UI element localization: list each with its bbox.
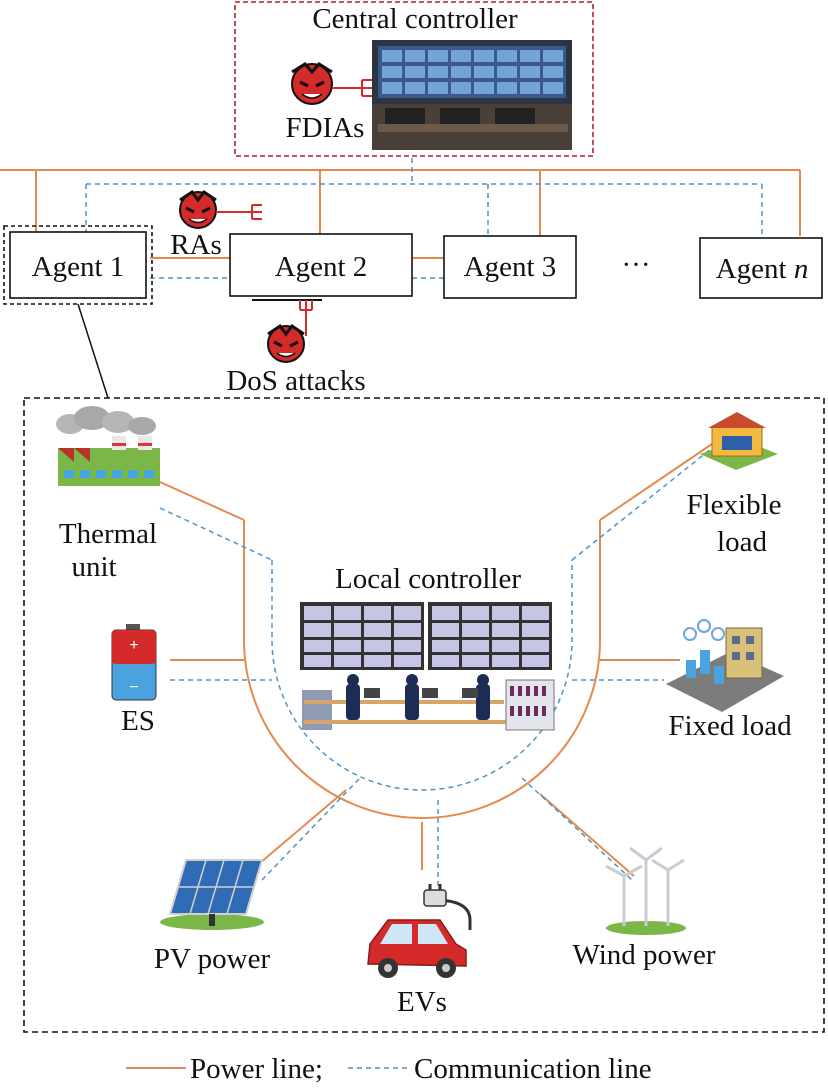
fdias-label: FDIAs	[286, 112, 365, 144]
es-label: ES	[121, 705, 155, 737]
agents-ellipsis: ···	[622, 249, 651, 281]
top-power-bus	[0, 169, 801, 259]
hacker-icon-ras	[179, 189, 262, 229]
flexible-load-icon	[700, 412, 778, 470]
thermal-unit-icon	[56, 406, 160, 486]
agentn-label: Agent n	[716, 253, 809, 285]
local-power-bus	[243, 520, 601, 819]
local-controller-image	[300, 602, 555, 731]
wind-power-label: Wind power	[573, 939, 716, 971]
agentn-variable: n	[794, 253, 809, 285]
ras-label: RAs	[170, 229, 222, 261]
agentn-prefix: Agent	[716, 253, 794, 285]
ev-car-icon	[367, 884, 472, 978]
agent1-box	[9, 231, 147, 299]
agent1-to-local-connector	[77, 303, 109, 399]
flexible-load-label-line2: load	[717, 526, 767, 558]
fixed-load-label: Fixed load	[668, 710, 792, 742]
agent1-selection-frame	[3, 225, 153, 305]
legend-power-label: Power line;	[190, 1053, 323, 1085]
top-comm-bus	[85, 158, 763, 279]
svg-text:−: −	[129, 679, 138, 696]
central-controller-frame	[234, 1, 594, 157]
fixed-load-icon	[666, 619, 784, 712]
thermal-unit-label-line2: unit	[71, 551, 116, 583]
dos-label: DoS attacks	[226, 365, 365, 397]
local-controller-title: Local controller	[335, 563, 521, 595]
legend-comm-label: Communication line	[414, 1053, 652, 1085]
agent3-box	[443, 235, 577, 299]
central-controller-title: Central controller	[312, 3, 518, 35]
agent2-box	[229, 233, 413, 297]
pv-power-label: PV power	[154, 943, 271, 975]
agent2-label: Agent 2	[275, 251, 368, 283]
svg-text:+: +	[129, 637, 138, 654]
flexible-load-label-line1: Flexible	[686, 489, 781, 521]
local-comm-bus	[271, 560, 573, 791]
local-microgrid-frame	[23, 397, 825, 1033]
agentn-box	[699, 237, 823, 299]
thermal-unit-label-line1: Thermal	[59, 518, 157, 550]
pv-panel-icon	[160, 859, 264, 930]
agent1-label: Agent 1	[32, 251, 125, 283]
hacker-icon-dos	[252, 299, 322, 363]
battery-icon: + −	[111, 624, 157, 701]
comm-feeders	[159, 447, 713, 900]
control-room-image	[372, 40, 572, 150]
hacker-icon-fdias	[291, 62, 372, 105]
power-feeders	[159, 443, 713, 877]
evs-label: EVs	[397, 986, 447, 1018]
agent3-label: Agent 3	[464, 251, 557, 283]
wind-turbine-icon	[605, 846, 686, 935]
